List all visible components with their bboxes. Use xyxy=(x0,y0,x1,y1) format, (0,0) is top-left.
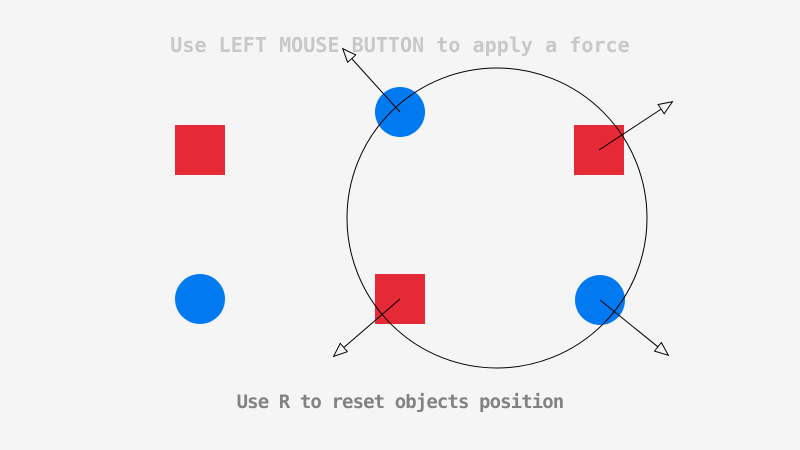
boundary-circle xyxy=(346,67,648,369)
red-box[interactable] xyxy=(175,125,225,175)
force-arrow xyxy=(598,109,661,151)
force-arrow xyxy=(344,298,401,348)
force-arrow xyxy=(599,299,658,347)
instruction-top: Use LEFT MOUSE BUTTON to apply a force xyxy=(170,33,630,57)
force-arrow xyxy=(352,59,401,113)
blue-ball[interactable] xyxy=(175,274,225,324)
instruction-bottom: Use R to reset objects position xyxy=(236,391,565,413)
